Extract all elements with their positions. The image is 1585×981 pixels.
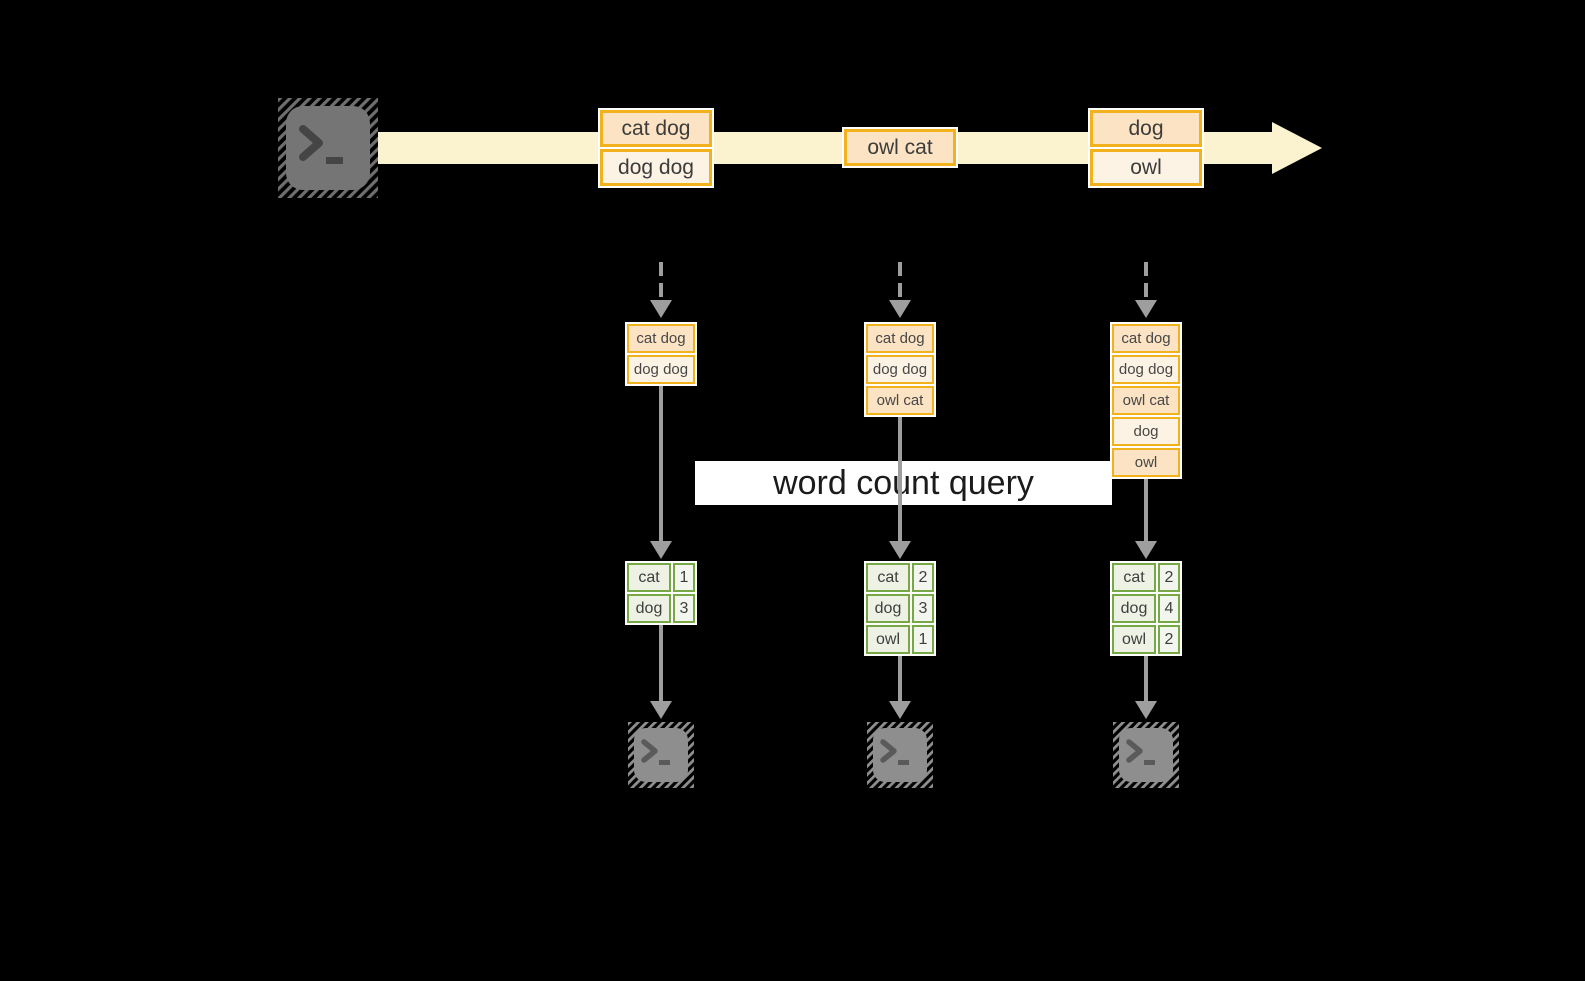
- buffer-cell: owl cat: [866, 386, 934, 415]
- stream-to-buffer-arrow-3: [1144, 262, 1148, 300]
- count-value: 1: [912, 625, 934, 654]
- table-to-sink-arrow-1: [659, 625, 663, 702]
- count-word: dog: [627, 594, 671, 623]
- event-cell: owl: [1090, 149, 1202, 186]
- buffer-cell: owl cat: [1112, 386, 1180, 415]
- event-cell: dog dog: [600, 149, 712, 186]
- table-to-sink-arrow-3: [1144, 656, 1148, 702]
- arrowhead-icon: [1135, 541, 1157, 559]
- event-cell: cat dog: [600, 110, 712, 147]
- event-box-2: owl cat: [842, 127, 958, 168]
- count-word: dog: [866, 594, 910, 623]
- stream-arrowhead-icon: [1272, 122, 1322, 174]
- count-row: dog 3: [627, 594, 695, 623]
- buffer-cell: dog dog: [866, 355, 934, 384]
- stream-to-buffer-arrow-2: [898, 262, 902, 300]
- event-box-3: dog owl: [1088, 108, 1204, 188]
- arrowhead-icon: [1135, 701, 1157, 719]
- count-row: cat 2: [1112, 563, 1180, 592]
- stream-to-buffer-arrow-1: [659, 262, 663, 300]
- arrowhead-icon: [889, 701, 911, 719]
- buffer-stack-3: cat dog dog dog owl cat dog owl: [1110, 322, 1182, 479]
- count-value: 2: [1158, 563, 1180, 592]
- arrowhead-icon: [889, 541, 911, 559]
- event-cell: dog: [1090, 110, 1202, 147]
- buffer-cell: owl: [1112, 448, 1180, 477]
- count-word: cat: [866, 563, 910, 592]
- count-table-1: cat 1 dog 3: [625, 561, 697, 625]
- count-row: owl 2: [1112, 625, 1180, 654]
- buffer-cell: cat dog: [866, 324, 934, 353]
- count-table-3: cat 2 dog 4 owl 2: [1110, 561, 1182, 656]
- buffer-cell: dog dog: [627, 355, 695, 384]
- word-count-query-label: word count query: [695, 461, 1112, 505]
- source-terminal-icon: [278, 98, 378, 198]
- count-value: 2: [1158, 625, 1180, 654]
- count-word: cat: [627, 563, 671, 592]
- count-word: dog: [1112, 594, 1156, 623]
- count-row: owl 1: [866, 625, 934, 654]
- buffer-stack-1: cat dog dog dog: [625, 322, 697, 386]
- count-value: 1: [673, 563, 695, 592]
- buffer-cell: cat dog: [1112, 324, 1180, 353]
- count-value: 2: [912, 563, 934, 592]
- count-row: cat 2: [866, 563, 934, 592]
- buffer-to-table-arrow-2: [898, 417, 902, 542]
- count-row: cat 1: [627, 563, 695, 592]
- sink-terminal-icon-1: [628, 722, 694, 788]
- buffer-to-table-arrow-3: [1144, 479, 1148, 542]
- buffer-to-table-arrow-1: [659, 386, 663, 542]
- buffer-cell: cat dog: [627, 324, 695, 353]
- count-value: 3: [912, 594, 934, 623]
- sink-terminal-icon-3: [1113, 722, 1179, 788]
- count-row: dog 3: [866, 594, 934, 623]
- buffer-stack-2: cat dog dog dog owl cat: [864, 322, 936, 417]
- event-box-1: cat dog dog dog: [598, 108, 714, 188]
- arrowhead-icon: [889, 300, 911, 318]
- arrowhead-icon: [650, 541, 672, 559]
- event-cell: owl cat: [844, 129, 956, 166]
- buffer-cell: dog: [1112, 417, 1180, 446]
- sink-terminal-icon-2: [867, 722, 933, 788]
- count-word: owl: [1112, 625, 1156, 654]
- count-word: owl: [866, 625, 910, 654]
- buffer-cell: dog dog: [1112, 355, 1180, 384]
- count-value: 4: [1158, 594, 1180, 623]
- count-row: dog 4: [1112, 594, 1180, 623]
- arrowhead-icon: [1135, 300, 1157, 318]
- count-value: 3: [673, 594, 695, 623]
- count-table-2: cat 2 dog 3 owl 1: [864, 561, 936, 656]
- count-word: cat: [1112, 563, 1156, 592]
- arrowhead-icon: [650, 300, 672, 318]
- table-to-sink-arrow-2: [898, 656, 902, 702]
- arrowhead-icon: [650, 701, 672, 719]
